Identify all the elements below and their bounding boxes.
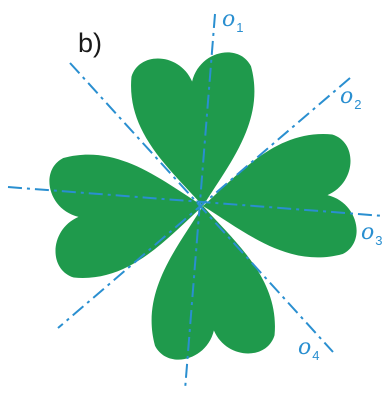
axis-label-o4: o4 <box>298 335 320 363</box>
axis-line-o4 <box>69 62 334 353</box>
axis-index: 3 <box>375 233 383 248</box>
clover-shape <box>47 50 359 362</box>
axis-label-o2: o2 <box>340 84 362 112</box>
part-label: b) <box>78 28 103 58</box>
axis-letter: o <box>361 220 375 245</box>
axis-index: 1 <box>236 20 244 35</box>
axis-index: 2 <box>354 97 362 112</box>
axis-line-o1 <box>184 13 216 391</box>
axis-line-o3 <box>7 186 385 217</box>
axis-letter: o <box>340 84 354 109</box>
axis-label-o1: o1 <box>222 7 244 35</box>
axis-letter: o <box>222 7 236 32</box>
axis-index: 4 <box>312 348 320 363</box>
axis-letter: o <box>298 335 312 360</box>
axis-label-o3: o3 <box>361 220 383 248</box>
